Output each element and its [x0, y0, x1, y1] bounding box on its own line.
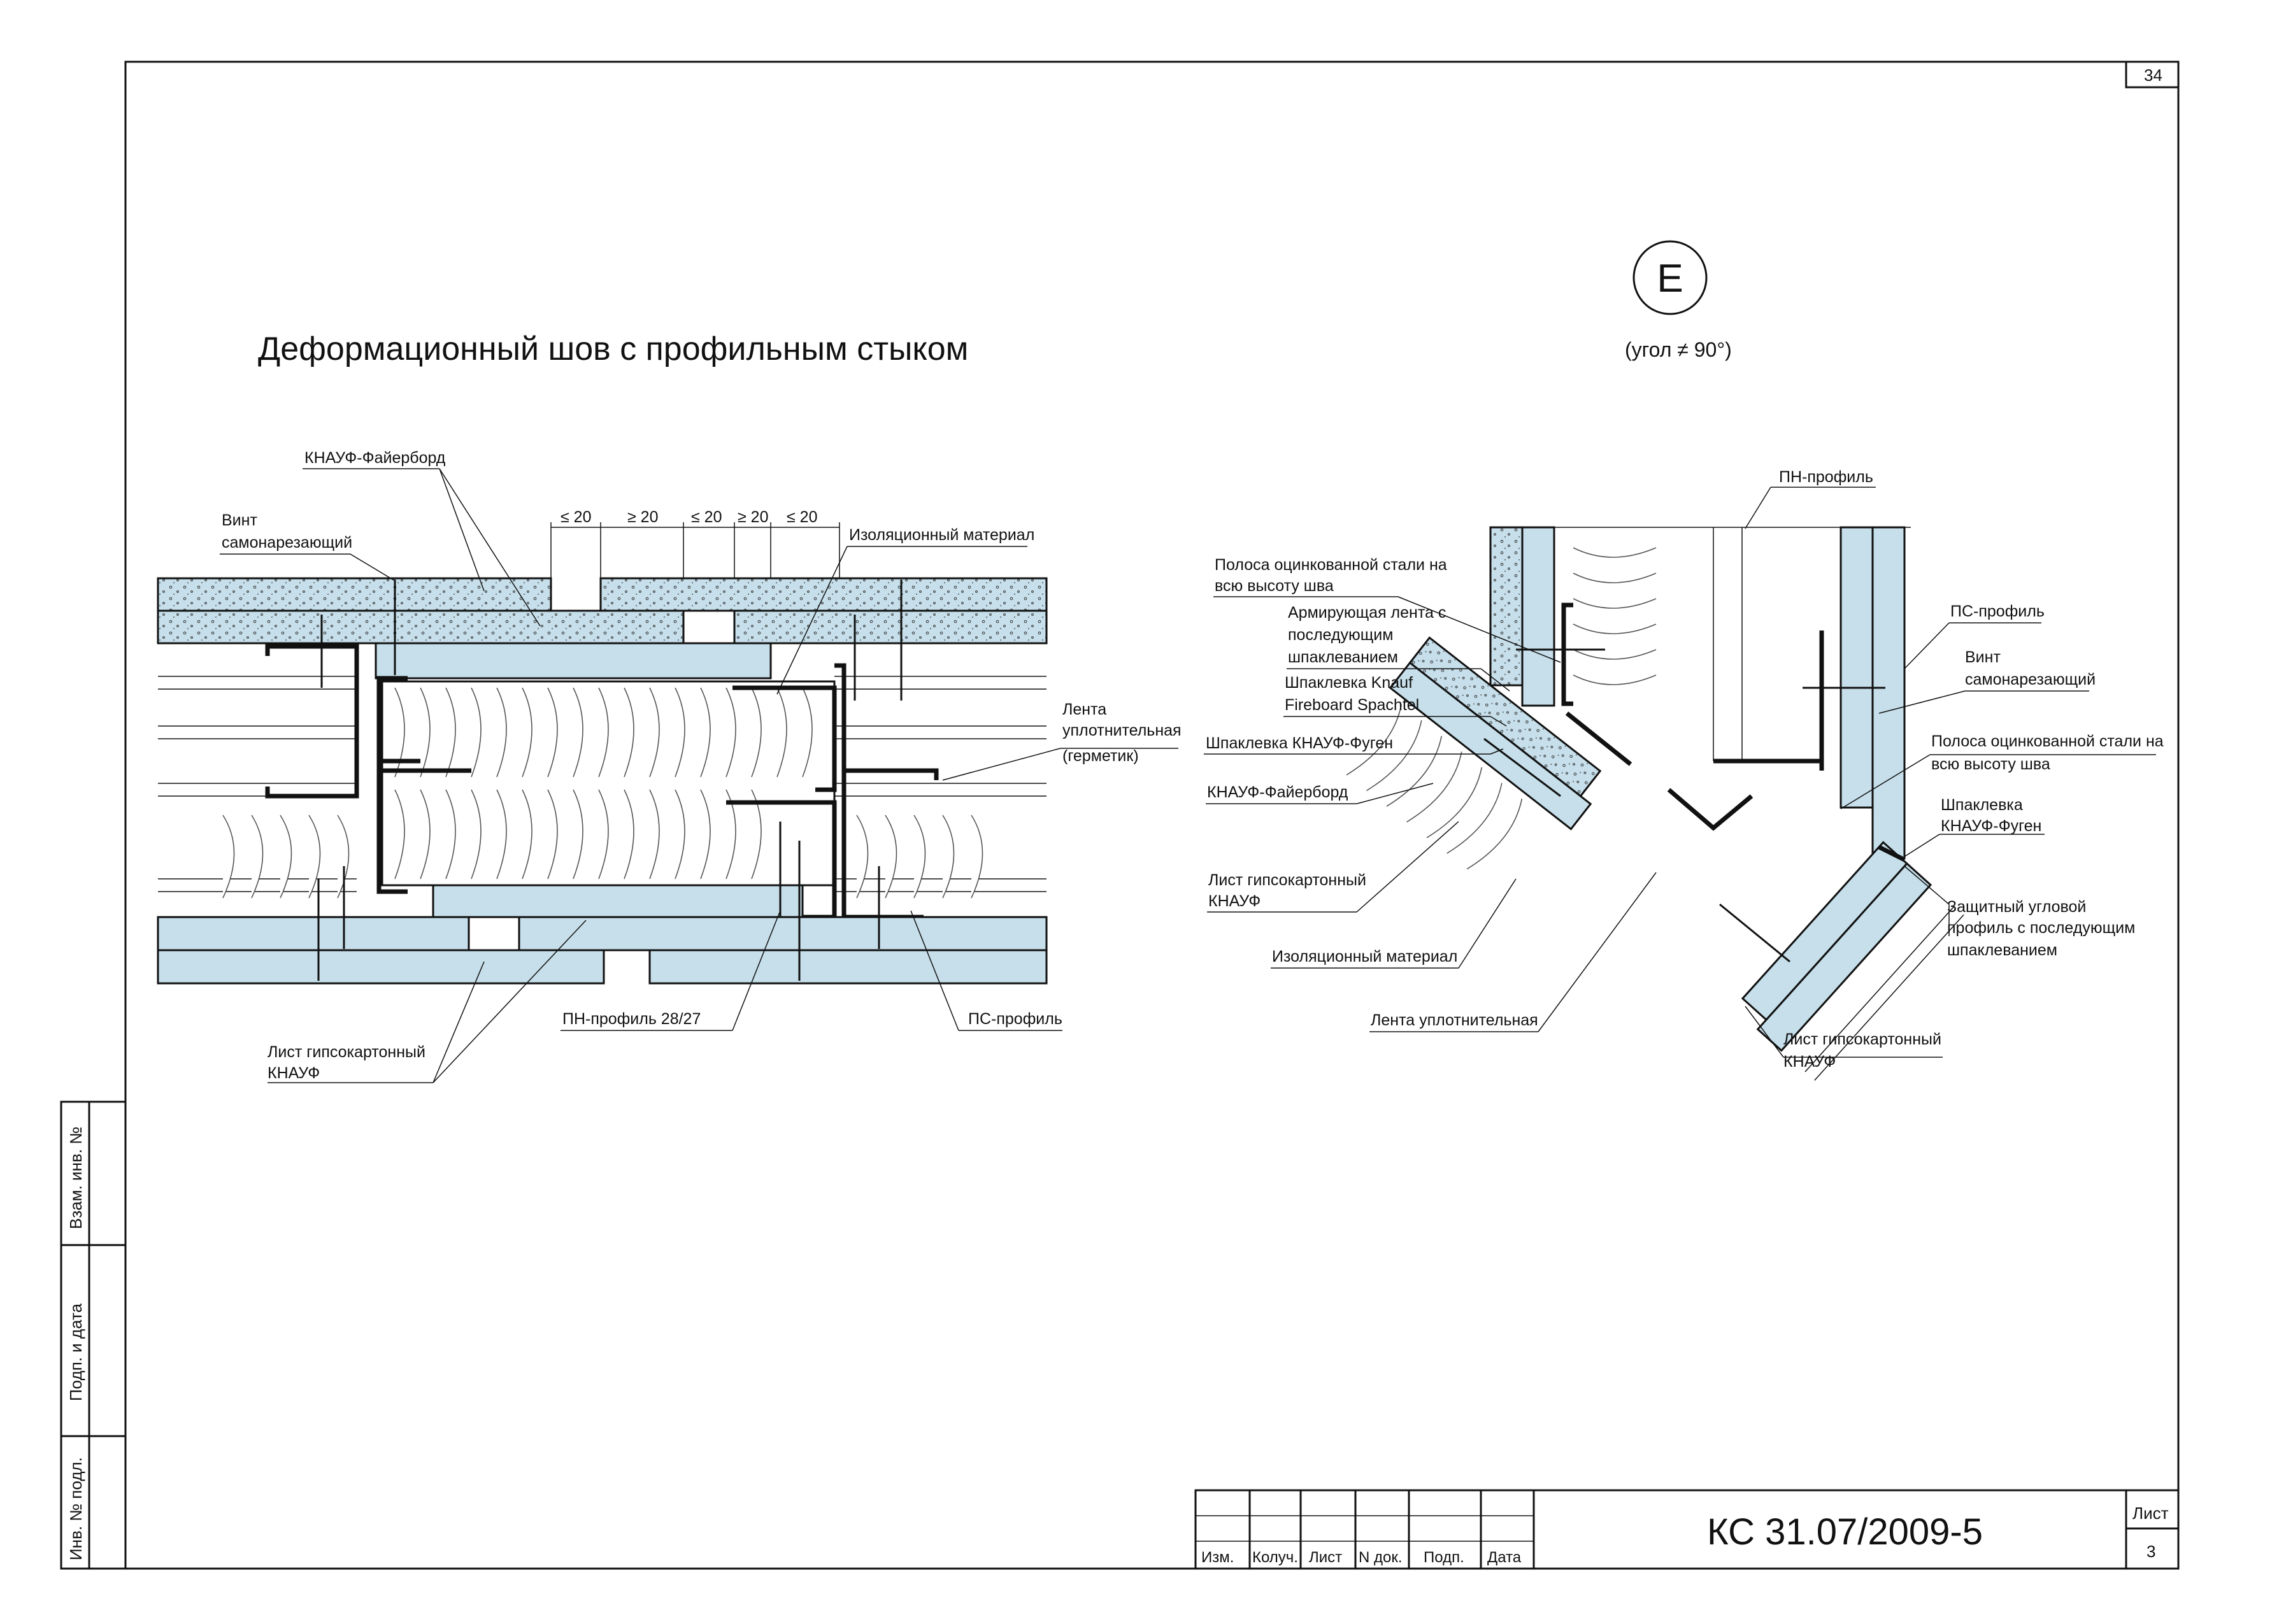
title-col-change: Изм.	[1201, 1549, 1234, 1566]
dim-5: ≤ 20	[787, 508, 817, 526]
label-reinforcing-tape-1: Армирующая лента с	[1288, 604, 1446, 622]
sheet-number: 3	[2147, 1542, 2155, 1561]
sheet-label: Лист	[2132, 1504, 2169, 1523]
title-col-sheet: Лист	[1309, 1549, 1342, 1566]
dim-1: ≤ 20	[561, 508, 591, 526]
label-screw-right-1: Винт	[1965, 648, 2001, 666]
label-steel-strip2-1: Полоса оцинкованной стали на	[1931, 732, 2164, 750]
node-letter: Е	[1657, 257, 1683, 301]
label-fireboard-left: КНАУФ-Файерборд	[304, 449, 446, 467]
label-putty-fireboard-1: Шпаклевка Knauf	[1285, 674, 1413, 692]
label-gkl2-1: Лист гипсокартонный	[1783, 1030, 1941, 1048]
title-col-qty: Колуч.	[1252, 1549, 1298, 1566]
page-title: Деформационный шов с профильным стыком	[258, 331, 968, 367]
label-ps-profile-right: ПС-профиль	[1950, 602, 2045, 620]
label-insulation-left: Изоляционный материал	[849, 526, 1034, 544]
label-gkl2-2: КНАУФ	[1783, 1053, 1836, 1071]
label-ps-profile-left: ПС-профиль	[968, 1010, 1062, 1028]
label-reinforcing-tape-2: последующим	[1288, 626, 1393, 644]
side-stamp	[60, 1100, 127, 1570]
label-gkl-left-1: Лист гипсокартонный	[268, 1043, 425, 1061]
dim-2: ≥ 20	[627, 508, 658, 526]
label-reinforcing-tape-3: шпаклеванием	[1288, 648, 1398, 666]
label-pn-profile-right: ПН-профиль	[1779, 468, 1873, 486]
label-insulation-right: Изоляционный материал	[1272, 948, 1457, 965]
label-gkl-left-2: КНАУФ	[268, 1064, 320, 1082]
label-steel-strip-2: всю высоту шва	[1215, 577, 1334, 595]
label-putty2-2: КНАУФ-Фуген	[1941, 817, 2041, 835]
label-steel-strip2-2: всю высоту шва	[1931, 755, 2050, 773]
label-putty-fugen: Шпаклевка КНАУФ-Фуген	[1206, 734, 1393, 752]
page-number: 34	[2144, 66, 2162, 85]
right-angle-joint	[1346, 526, 1964, 1081]
sheet-frame	[60, 61, 2180, 1570]
label-corner-bead-1: Защитный угловой	[1947, 898, 2086, 916]
label-screw-left-1: Винт	[222, 511, 257, 529]
left-joint-section	[157, 577, 1048, 985]
label-seal-tape: Лента уплотнительная	[1371, 1011, 1538, 1029]
node-marker-circle	[1632, 240, 1708, 315]
label-tape-left-1: Лента	[1062, 701, 1106, 718]
label-putty-fireboard-2: Fireboard Spachtel	[1285, 696, 1419, 714]
left-dimension-line	[550, 522, 840, 578]
side-stamp-signature-date: Подп. и дата	[66, 1303, 85, 1401]
label-gkl-right-1: Лист гипсокартонный	[1208, 871, 1366, 889]
document-code: КС 31.07/2009-5	[1707, 1511, 1983, 1553]
label-screw-left-2: самонарезающий	[222, 534, 352, 552]
label-tape-left-2: уплотнительная	[1062, 722, 1182, 739]
right-leaders	[1204, 487, 2156, 1058]
left-leaders	[220, 468, 1178, 1083]
label-tape-left-3: (герметик)	[1062, 747, 1139, 765]
title-col-doc: N док.	[1359, 1549, 1403, 1566]
dim-4: ≥ 20	[738, 508, 768, 526]
label-steel-strip-1: Полоса оцинкованной стали на	[1215, 556, 1447, 574]
title-col-date: Дата	[1487, 1549, 1522, 1566]
page-number-box	[2125, 61, 2180, 89]
label-corner-bead-3: шпаклеванием	[1947, 941, 2057, 959]
label-corner-bead-2: профиль с последующим	[1947, 919, 2135, 937]
side-stamp-replacement: Взам. инв. №	[66, 1127, 85, 1229]
title-block	[1194, 1489, 2180, 1570]
label-pn-profile-left: ПН-профиль 28/27	[562, 1010, 701, 1028]
label-gkl-right-2: КНАУФ	[1208, 892, 1261, 910]
side-stamp-original-inv: Инв. № подл.	[66, 1457, 85, 1560]
label-screw-right-2: самонарезающий	[1965, 671, 2096, 688]
angle-note: (угол ≠ 90°)	[1625, 338, 1732, 361]
label-fireboard-right: КНАУФ-Файерборд	[1207, 783, 1348, 801]
label-putty2-1: Шпаклевка	[1941, 796, 2023, 814]
title-col-sign: Подп.	[1424, 1549, 1464, 1566]
dim-3: ≤ 20	[691, 508, 722, 526]
